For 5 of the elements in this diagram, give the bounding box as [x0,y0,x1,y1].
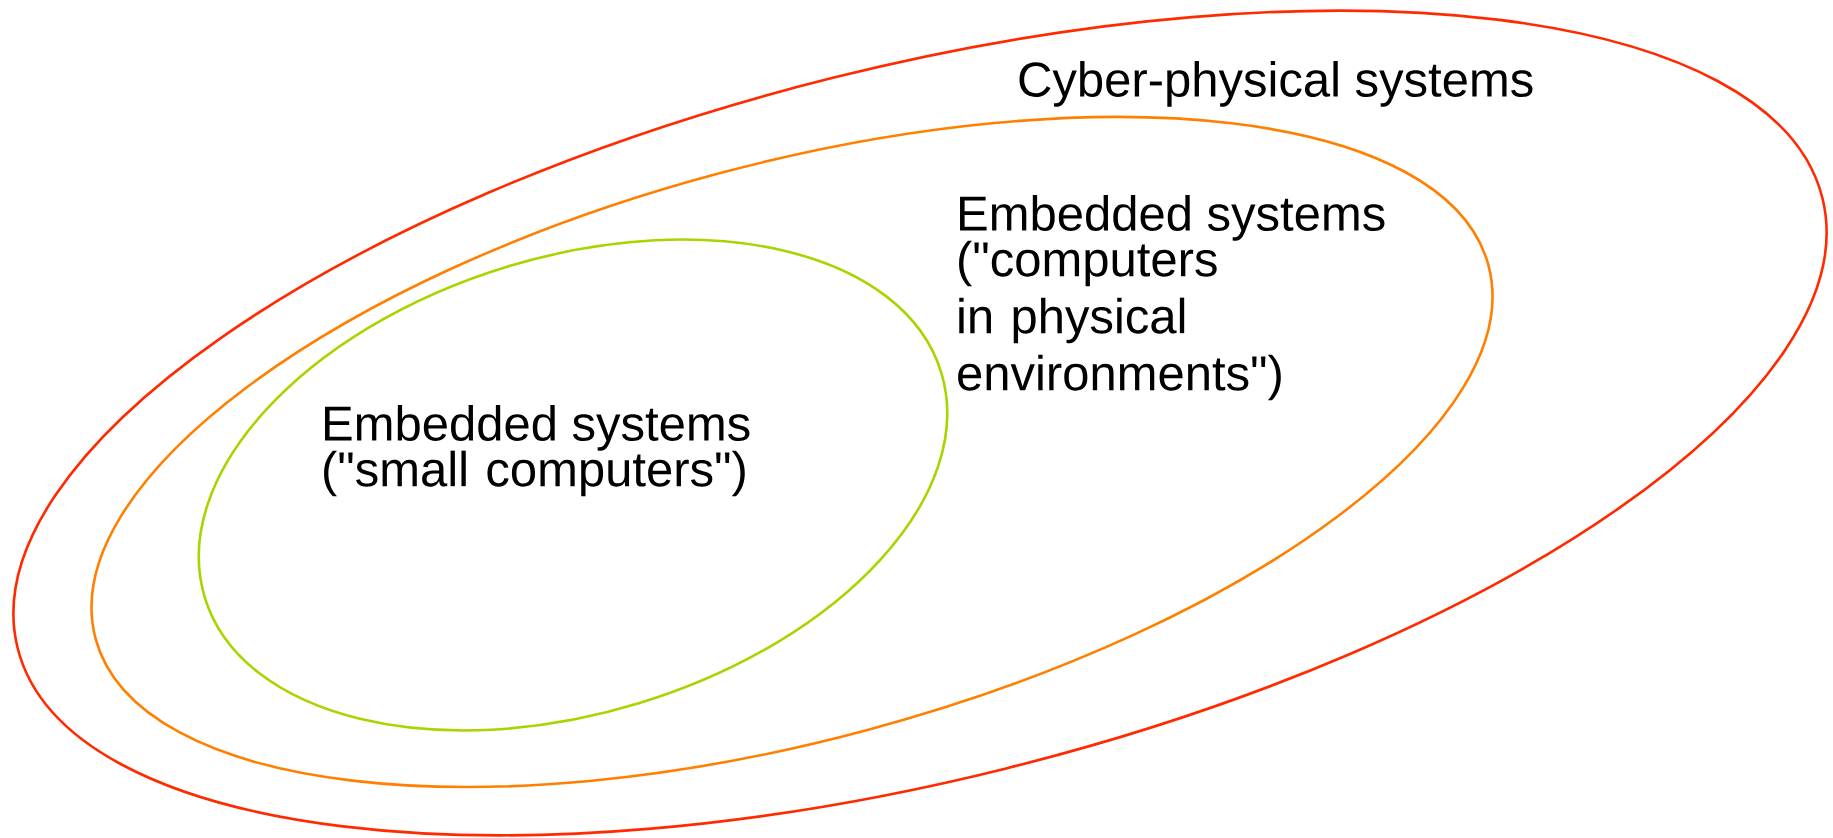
set-label: Embedded systems [960,195,1385,241]
set-label: Embedded systems [325,405,750,451]
set-label: Cyber-physical systems [1019,61,1533,107]
set-label: ("computers in physical environments") [958,240,1281,401]
set-label: ("small computers") [324,450,745,497]
